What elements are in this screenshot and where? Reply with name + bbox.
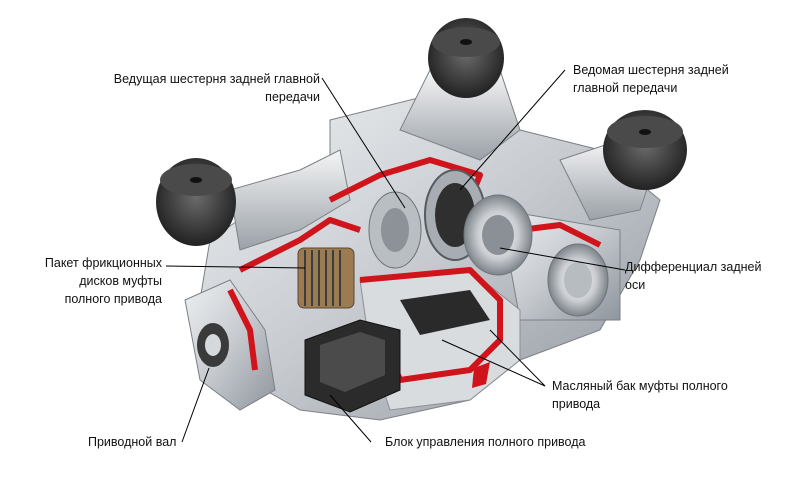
mount-bushing-right bbox=[603, 110, 687, 190]
label-drive-pinion: Ведущая шестерня задней главной передачи bbox=[113, 72, 320, 104]
leader-lines bbox=[165, 69, 626, 443]
awd-control-unit bbox=[304, 319, 401, 413]
leader-rear-diff bbox=[499, 247, 626, 271]
label-oil-reservoir: Масляный бак муфты полного привода bbox=[552, 379, 728, 411]
label-clutch-pack: Пакет фрикционных дисков муфты полного п… bbox=[44, 256, 162, 306]
leader-oil-reservoir-2 bbox=[489, 329, 546, 387]
label-control-unit: Блок управления полного привода bbox=[385, 435, 586, 449]
oil-reservoir bbox=[400, 290, 490, 388]
label-drive-shaft: Приводной вал bbox=[88, 435, 177, 449]
drive-shaft bbox=[197, 323, 229, 367]
drive-pinion-gear bbox=[368, 191, 422, 269]
leader-oil-reservoir-1 bbox=[441, 339, 546, 387]
leader-ring-gear bbox=[459, 69, 566, 191]
leader-drive-pinion bbox=[321, 77, 406, 209]
differential bbox=[463, 194, 609, 317]
leader-clutch-pack bbox=[165, 265, 306, 269]
mount-bushing-left bbox=[156, 158, 236, 246]
clutch-pack bbox=[297, 247, 355, 309]
label-rear-differential: Дифференциал задней оси bbox=[625, 260, 762, 292]
label-ring-gear: Ведомая шестерня задней главной передачи bbox=[573, 63, 729, 95]
mount-bushing-top bbox=[428, 18, 504, 98]
leader-control-unit bbox=[329, 394, 372, 443]
leader-drive-shaft bbox=[181, 367, 210, 443]
